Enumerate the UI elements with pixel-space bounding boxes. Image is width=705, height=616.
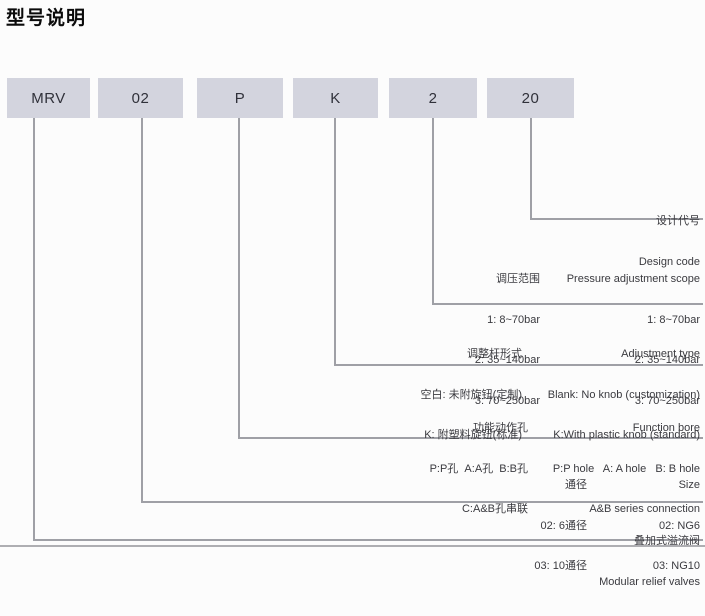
model-segment-bore: P: [197, 78, 283, 118]
pressure-title-cn: 调压范围: [496, 273, 540, 285]
size-title-cn: 通径: [565, 479, 587, 491]
callout-function-bore: 功能动作孔 Function bore P:P孔 A:A孔 B:B孔 P:P h…: [430, 395, 700, 544]
size-option: 02: 6通径 02: NG6: [534, 520, 700, 534]
pressure-title-en: Pressure adjustment scope: [566, 273, 700, 285]
adjustment-opt2-cn: K: 附塑料旋钮(标准): [424, 429, 522, 441]
page-divider: [0, 545, 705, 547]
callout-design-code: 设计代号 Design code: [639, 188, 700, 296]
bore-title-en: Function bore: [632, 422, 700, 434]
bore-header: 功能动作孔 Function bore: [430, 422, 700, 436]
connector-vline-design: [530, 118, 532, 218]
pressure-option: 3: 70~250bar 3: 70~250bar: [475, 395, 700, 409]
bore-title-cn: 功能动作孔: [473, 422, 528, 434]
adjustment-opt1-en: Blank: No knob (customization): [547, 388, 700, 401]
bore-option: C:A&B孔串联 A&B series connection: [430, 503, 700, 517]
callout-product-name: 叠加式溢流阀 Modular relief valves: [599, 508, 700, 616]
bore-opt2-en: A&B series connection: [589, 503, 700, 515]
size-header: 通径 Size: [534, 479, 700, 493]
adjustment-opt1-cn: 空白: 未附旋钮(定制): [420, 388, 522, 401]
catalog-page: 型号说明 MRV 02 P K 2 20 设计代号 Design code 调压…: [0, 8, 705, 588]
size-opt1-cn: 02: 6通径: [540, 519, 587, 532]
callout-adjustment-type: 调整杆形式 Adjustment type 空白: 未附旋钮(定制) Blank…: [421, 321, 700, 470]
connector-vline-bore: [238, 118, 240, 437]
adjustment-title-cn: 调整杆形式: [467, 348, 522, 360]
connector-vline-size: [141, 118, 143, 501]
model-segment-series: MRV: [7, 78, 90, 118]
connector-hline-bore: [238, 437, 703, 439]
pressure-option: 1: 8~70bar 1: 8~70bar: [475, 314, 700, 328]
bore-opt1-cn: P:P孔 A:A孔 B:B孔: [429, 462, 528, 475]
pressure-opt1-en: 1: 8~70bar: [647, 313, 700, 326]
pressure-opt1-cn: 1: 8~70bar: [487, 313, 540, 326]
pressure-header: 调压范围 Pressure adjustment scope: [475, 273, 700, 287]
connector-hline-design: [530, 218, 703, 220]
connector-hline-size: [141, 501, 703, 503]
connector-hline-series: [33, 539, 703, 541]
model-segment-knob: K: [293, 78, 378, 118]
page-title: 型号说明: [6, 8, 87, 29]
connector-vline-pressure: [432, 118, 434, 303]
connector-vline-knob: [334, 118, 336, 364]
callout-pressure-scope: 调压范围 Pressure adjustment scope 1: 8~70ba…: [475, 246, 700, 435]
pressure-option: 2: 35~140bar 2: 35~140bar: [475, 354, 700, 368]
adjustment-header: 调整杆形式 Adjustment type: [421, 348, 700, 362]
pressure-opt2-cn: 2: 35~140bar: [474, 354, 540, 366]
size-opt2-cn: 03: 10通径: [534, 560, 587, 572]
connector-vline-series: [33, 118, 35, 539]
design-code-label-en: Design code: [638, 255, 700, 268]
pressure-opt3-en: 3: 70~250bar: [634, 394, 700, 407]
model-segment-size: 02: [98, 78, 183, 118]
adjustment-opt2-en: K:With plastic knob (standard): [553, 429, 700, 441]
design-code-label-cn: 设计代号: [656, 215, 700, 227]
product-name-en: Modular relief valves: [599, 575, 700, 588]
adjustment-option: K: 附塑料旋钮(标准) K:With plastic knob (standa…: [421, 429, 700, 443]
connector-hline-knob: [334, 364, 703, 366]
model-segment-design: 20: [487, 78, 574, 118]
size-title-en: Size: [678, 479, 700, 491]
pressure-opt3-cn: 3: 70~250bar: [474, 394, 540, 407]
bore-option: P:P孔 A:A孔 B:B孔 P:P hole A: A hole B: B h…: [430, 463, 700, 477]
pressure-opt2-en: 2: 35~140bar: [634, 354, 700, 366]
bore-opt1-en: P:P hole A: A hole B: B hole: [552, 462, 700, 475]
bore-opt2-cn: C:A&B孔串联: [461, 503, 528, 515]
size-opt1-en: 02: NG6: [659, 519, 700, 532]
adjustment-title-en: Adjustment type: [621, 348, 700, 360]
product-name-cn: 叠加式溢流阀: [634, 535, 700, 547]
model-segment-pressure: 2: [389, 78, 477, 118]
adjustment-option: 空白: 未附旋钮(定制) Blank: No knob (customizati…: [421, 389, 700, 403]
connector-hline-pressure: [432, 303, 703, 305]
